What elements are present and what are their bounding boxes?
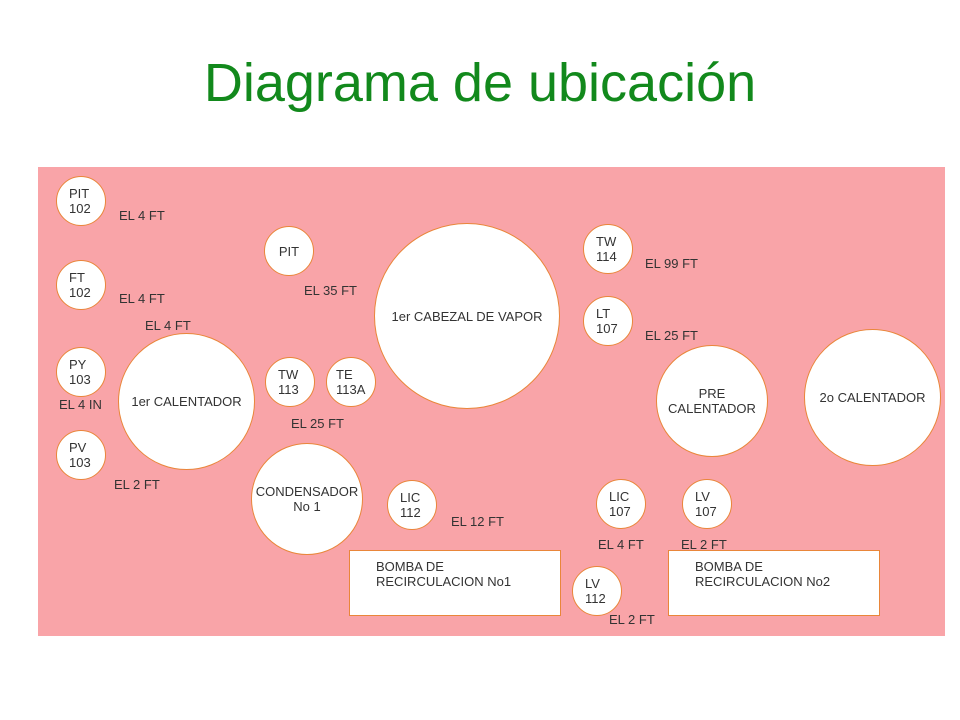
elevation-label: EL 25 FT [645,328,698,343]
node-label: LIC [609,489,630,504]
elevation-label: EL 4 FT [119,291,165,306]
node-number: 102 [69,201,91,216]
node-number: 112 [400,505,421,520]
node-label: TE [336,367,353,382]
elevation-label: EL 4 FT [598,537,644,552]
node-pit[interactable]: PIT [264,226,314,276]
node-number: 107 [695,504,717,519]
node-label: FT [69,270,85,285]
elevation-label: EL 2 FT [681,537,727,552]
node-number: 107 [596,321,618,336]
node-number: 113A [336,382,366,397]
node-number: 112 [585,591,606,606]
elevation-label: EL 12 FT [451,514,504,529]
elevation-label: EL 4 FT [145,318,191,333]
node-1er-calentador[interactable]: 1er CALENTADOR [118,333,255,470]
box-label-2: RECIRCULACION No1 [376,574,512,589]
node-label: LIC [400,490,421,505]
node-label: PRE [698,386,726,401]
page-title: Diagrama de ubicación [203,53,757,113]
node-label: PIT [278,243,300,259]
box-label: BOMBA DE [376,559,444,574]
node-label: LV [585,576,600,591]
elevation-label: EL 25 FT [291,416,344,431]
node-number: 103 [69,372,91,387]
node-number: 107 [609,504,631,519]
node-number: No 1 [293,499,321,514]
node-label: LT [596,306,611,321]
elevation-label: EL 99 FT [645,256,698,271]
elevation-label: EL 35 FT [304,283,357,298]
node-number: 102 [69,285,91,300]
node-number: 103 [69,455,91,470]
node-1er-cabezal-de-vapor[interactable]: 1er CABEZAL DE VAPOR [374,223,560,409]
node-label: PY [69,357,87,372]
node-label: PIT [69,186,90,201]
node-label: LV [695,489,710,504]
node-number: 114 [596,249,617,264]
node-2o-calentador[interactable]: 2o CALENTADOR [804,329,941,466]
node-label: CONDENSADOR [255,484,359,499]
node-number: 113 [278,382,299,397]
node-label: 1er CALENTADOR [131,394,242,409]
elevation-label: EL 2 FT [114,477,160,492]
node-label: TW [278,367,299,382]
box-label-2: RECIRCULACION No2 [695,574,831,589]
node-label: 1er CABEZAL DE VAPOR [391,308,543,324]
box-label: BOMBA DE [695,559,763,574]
node-label: 2o CALENTADOR [819,390,926,405]
elevation-label: EL 2 FT [609,612,655,627]
elevation-label: EL 4 IN [59,397,102,412]
elevation-label: EL 4 FT [119,208,165,223]
node-label: TW [596,234,617,249]
node-label: PV [69,440,87,455]
node-label-2: CALENTADOR [668,401,756,416]
